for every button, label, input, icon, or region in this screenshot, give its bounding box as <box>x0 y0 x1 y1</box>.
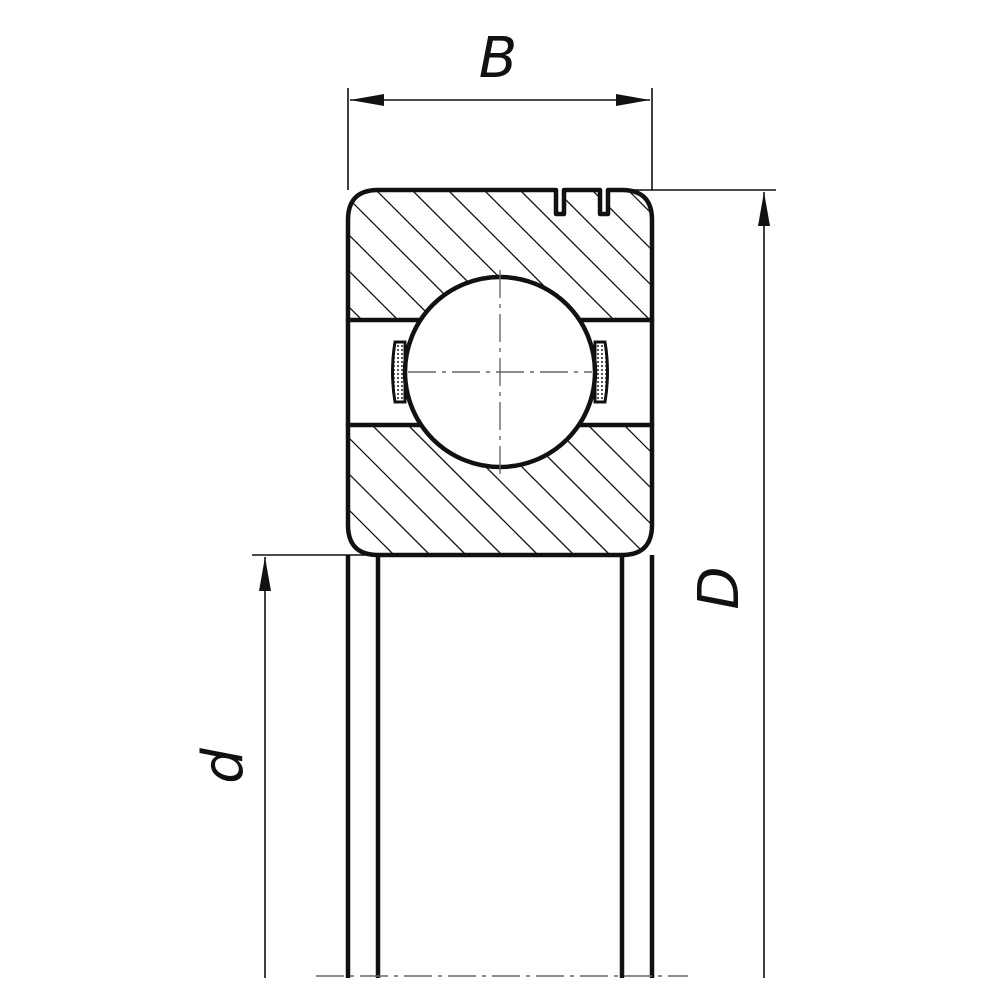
outer-hatch-line <box>952 190 1000 320</box>
d-outer-arrow <box>758 192 770 226</box>
inner-hatch-line <box>156 425 286 555</box>
inner-hatch-line <box>732 425 862 555</box>
outer-ring-section <box>160 187 1000 323</box>
outer-hatch-line <box>483 190 615 320</box>
dimension-b: B <box>347 26 653 190</box>
outer-hatch-line <box>348 190 363 320</box>
inner-hatch-line <box>348 425 467 555</box>
inner-hatch-line <box>120 425 250 555</box>
inner-hatch-line <box>876 425 1000 555</box>
inner-hatch-line <box>192 425 322 555</box>
outer-hatch-line <box>348 190 435 320</box>
inner-hatch-line <box>551 425 652 555</box>
outer-hatch-line <box>348 190 399 320</box>
inner-hatch-line <box>768 425 898 555</box>
outer-ring-hatching <box>160 190 1000 320</box>
inner-hatch-line <box>371 425 503 555</box>
d-bore-dimension-label: d <box>191 748 256 784</box>
inner-hatch-line <box>623 425 652 555</box>
outer-hatch-line <box>844 190 974 320</box>
d-outer-dimension-label: D <box>687 566 752 609</box>
outer-hatch-line <box>160 190 290 320</box>
outer-hatch-line <box>916 190 1000 320</box>
inner-hatch-line <box>912 425 1000 555</box>
inner-hatch-line <box>840 425 970 555</box>
outer-hatch-line <box>591 190 652 320</box>
b-arrow-left <box>350 94 384 106</box>
outer-hatch-line <box>880 190 1000 320</box>
dimension-d-bore: d <box>191 554 378 978</box>
inner-hatch-line <box>348 425 395 555</box>
dimension-d-outer: D <box>620 189 776 978</box>
right-seal <box>593 340 609 404</box>
inner-hatch-line <box>948 425 1000 555</box>
left-seal <box>391 340 407 404</box>
b-arrow-right <box>616 94 650 106</box>
outer-hatch-line <box>664 190 794 320</box>
outer-hatch-line <box>736 190 866 320</box>
outer-hatch-line <box>196 190 326 320</box>
inner-hatch-line <box>696 425 826 555</box>
inner-hatch-line <box>804 425 934 555</box>
outer-hatch-line <box>988 190 1000 320</box>
outer-hatch-line <box>555 190 652 320</box>
inner-hatch-line <box>984 425 1000 555</box>
d-bore-arrow <box>259 557 271 591</box>
outer-hatch-line <box>519 190 651 320</box>
outer-hatch-line <box>772 190 902 320</box>
b-dimension-label: B <box>479 26 517 91</box>
inner-hatch-line <box>587 425 652 555</box>
inner-hatch-line <box>348 425 359 555</box>
outer-hatch-line <box>627 190 652 320</box>
outer-hatch-line <box>808 190 938 320</box>
inner-hatch-line <box>660 425 790 555</box>
inner-hatch-line <box>348 425 431 555</box>
inner-hatch-line <box>407 425 539 555</box>
